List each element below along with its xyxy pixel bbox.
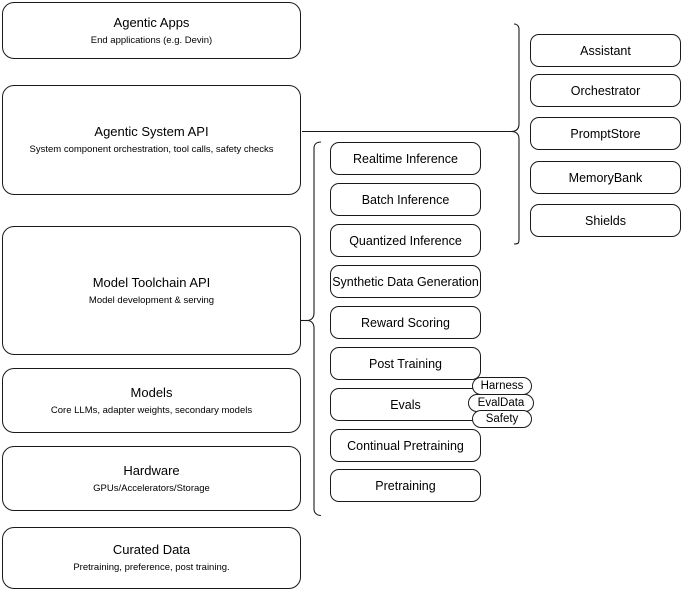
toolchain-component-pretraining[interactable]: Pretraining bbox=[330, 469, 481, 502]
toolchain-component-batch-inference[interactable]: Batch Inference bbox=[330, 183, 481, 216]
toolchain-component-evals[interactable]: Evals bbox=[330, 388, 481, 421]
evals-tag-evaldata[interactable]: EvalData bbox=[468, 394, 534, 412]
component-label: Post Training bbox=[369, 356, 442, 371]
evals-tag-safety[interactable]: Safety bbox=[472, 410, 532, 428]
toolchain-component-synthetic-data-generation[interactable]: Synthetic Data Generation bbox=[330, 265, 481, 298]
stack-layer-title: Models bbox=[130, 384, 173, 400]
stack-layer-subtitle: GPUs/Accelerators/Storage bbox=[93, 482, 210, 494]
stack-layer-subtitle: Core LLMs, adapter weights, secondary mo… bbox=[50, 404, 253, 416]
component-label: Continual Pretraining bbox=[347, 438, 464, 453]
stack-layer-subtitle: End applications (e.g. Devin) bbox=[90, 34, 213, 46]
stack-layer-models[interactable]: Models Core LLMs, adapter weights, secon… bbox=[2, 368, 301, 433]
stack-layer-subtitle: System component orchestration, tool cal… bbox=[29, 144, 274, 155]
stack-layer-agentic-system-api[interactable]: Agentic System API System component orch… bbox=[2, 85, 301, 195]
evals-tag-label: Harness bbox=[480, 380, 524, 392]
component-label: Reward Scoring bbox=[361, 315, 450, 330]
evals-tag-harness[interactable]: Harness bbox=[472, 377, 532, 395]
component-label: MemoryBank bbox=[568, 170, 643, 185]
component-label: PromptStore bbox=[570, 126, 641, 141]
component-label: Quantized Inference bbox=[349, 233, 462, 248]
component-label: Realtime Inference bbox=[353, 151, 458, 166]
stack-layer-hardware[interactable]: Hardware GPUs/Accelerators/Storage bbox=[2, 446, 301, 511]
agentic-component-orchestrator[interactable]: Orchestrator bbox=[530, 74, 681, 107]
component-label: Assistant bbox=[580, 43, 631, 58]
agentic-component-assistant[interactable]: Assistant bbox=[530, 34, 681, 67]
toolchain-component-post-training[interactable]: Post Training bbox=[330, 347, 481, 380]
component-label: Synthetic Data Generation bbox=[332, 274, 479, 289]
component-label: Shields bbox=[585, 213, 626, 228]
component-label: Pretraining bbox=[375, 478, 436, 493]
stack-layer-subtitle: Model development & serving bbox=[88, 294, 215, 306]
stack-layer-title: Model Toolchain API bbox=[92, 274, 211, 290]
stack-layer-title: Curated Data bbox=[112, 542, 191, 557]
agentic-component-promptstore[interactable]: PromptStore bbox=[530, 117, 681, 150]
component-label: Orchestrator bbox=[570, 83, 641, 98]
toolchain-component-quantized-inference[interactable]: Quantized Inference bbox=[330, 224, 481, 257]
right-brace bbox=[510, 23, 520, 245]
middle-brace bbox=[306, 141, 322, 517]
stack-layer-curated-data[interactable]: Curated Data Pretraining, preference, po… bbox=[2, 527, 301, 589]
toolchain-component-realtime-inference[interactable]: Realtime Inference bbox=[330, 142, 481, 175]
component-label: Evals bbox=[390, 397, 421, 412]
stack-layer-title: Agentic System API bbox=[94, 124, 209, 139]
agentic-component-shields[interactable]: Shields bbox=[530, 204, 681, 237]
agentic-component-memorybank[interactable]: MemoryBank bbox=[530, 161, 681, 194]
evals-tag-label: Safety bbox=[485, 413, 519, 425]
toolchain-component-continual-pretraining[interactable]: Continual Pretraining bbox=[330, 429, 481, 462]
toolchain-component-reward-scoring[interactable]: Reward Scoring bbox=[330, 306, 481, 339]
stack-layer-title: Agentic Apps bbox=[113, 14, 190, 30]
stack-layer-model-toolchain-api[interactable]: Model Toolchain API Model development & … bbox=[2, 226, 301, 355]
component-label: Batch Inference bbox=[361, 192, 450, 207]
stack-layer-title: Hardware bbox=[123, 462, 180, 478]
stack-layer-subtitle: Pretraining, preference, post training. bbox=[73, 562, 230, 573]
stack-layer-agentic-apps[interactable]: Agentic Apps End applications (e.g. Devi… bbox=[2, 2, 301, 59]
evals-tag-label: EvalData bbox=[477, 397, 525, 409]
